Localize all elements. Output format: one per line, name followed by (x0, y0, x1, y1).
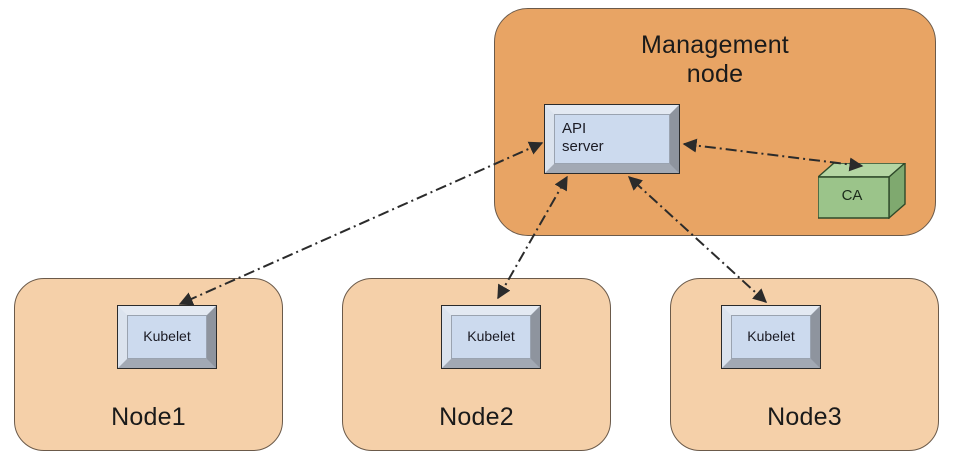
api-server-label-line1: API (562, 120, 587, 137)
ca-cuboid-icon (816, 161, 907, 220)
kubelet-box-node2[interactable]: Kubelet (441, 305, 541, 369)
management-node-title-line2: node (686, 60, 744, 88)
kubelet-box-node3[interactable]: Kubelet (721, 305, 821, 369)
kubelet-inner-face-node1 (127, 315, 207, 359)
api-server-label-line2: server (562, 138, 604, 155)
kubelet-box-node1[interactable]: Kubelet (117, 305, 217, 369)
kubelet-inner-face-node2 (451, 315, 531, 359)
node-label-node2: Node2 (439, 403, 514, 431)
kubelet-label-node2: Kubelet (467, 328, 515, 344)
kubelet-label-node3: Kubelet (747, 328, 795, 344)
ca-block[interactable]: CA (816, 161, 907, 220)
node-label-node3: Node3 (767, 403, 842, 431)
kubelet-inner-face-node3 (731, 315, 811, 359)
node-label-node1: Node1 (111, 403, 186, 431)
api-server-inner-face (554, 114, 670, 164)
kubelet-label-node1: Kubelet (143, 328, 191, 344)
management-node-title-line1: Management (641, 31, 789, 59)
